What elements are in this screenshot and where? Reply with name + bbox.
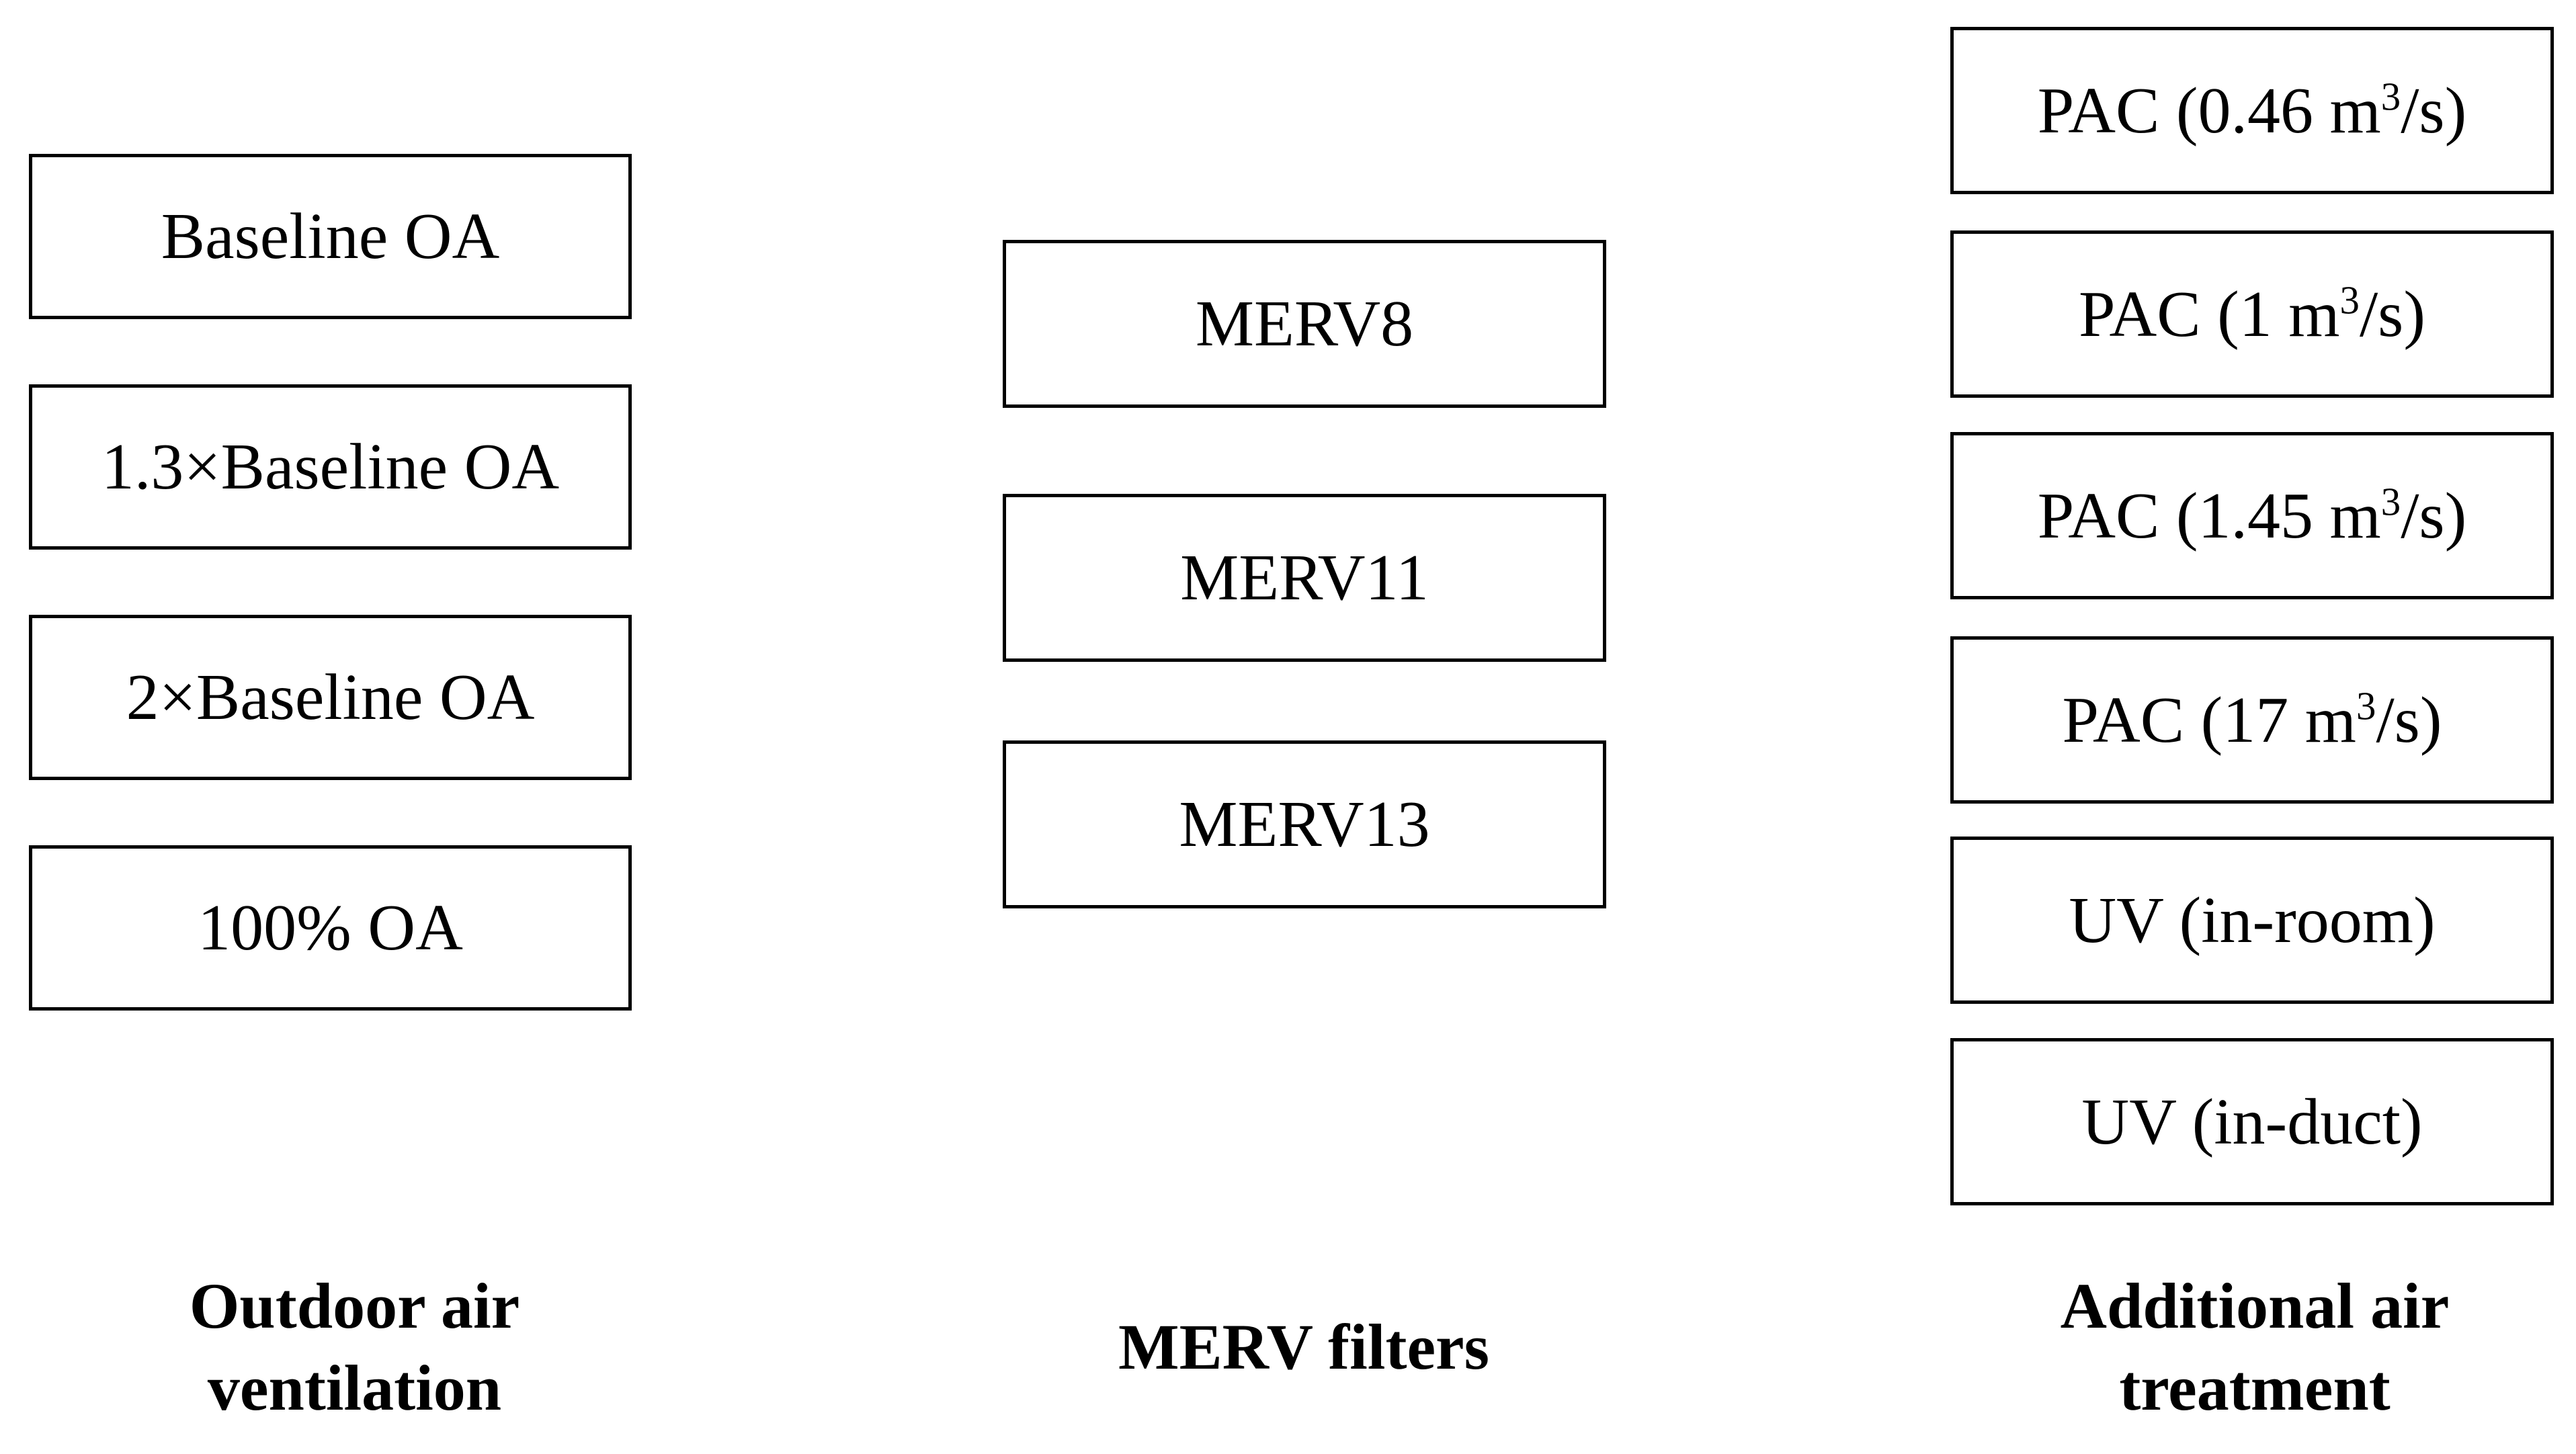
option-label: 100% OA <box>198 892 463 964</box>
option-box-pac-17: PAC (17 m3/s) <box>1950 636 2554 804</box>
option-label: MERV13 <box>1179 788 1430 861</box>
heading-line: Outdoor air <box>189 1270 520 1342</box>
option-label: Baseline OA <box>161 200 500 273</box>
option-box-merv8: MERV8 <box>1003 240 1606 408</box>
option-box-merv13: MERV13 <box>1003 740 1606 908</box>
option-label: MERV8 <box>1195 288 1414 360</box>
option-label: 2×Baseline OA <box>126 661 535 734</box>
option-label: PAC (1 m3/s) <box>2079 277 2425 351</box>
option-box-1-3x-baseline-oa: 1.3×Baseline OA <box>29 384 632 550</box>
heading-outdoor-air-ventilation: Outdoor air ventilation <box>108 1265 601 1429</box>
option-label: PAC (17 m3/s) <box>2062 683 2442 757</box>
option-label: 1.3×Baseline OA <box>101 431 560 503</box>
heading-additional-air-treatment: Additional air treatment <box>1989 1265 2520 1429</box>
heading-line: Additional air <box>2060 1270 2450 1342</box>
heading-line: MERV filters <box>1118 1311 1490 1383</box>
option-box-pac-1-45: PAC (1.45 m3/s) <box>1950 432 2554 599</box>
option-box-pac-1: PAC (1 m3/s) <box>1950 230 2554 398</box>
option-box-merv11: MERV11 <box>1003 494 1606 662</box>
option-label: PAC (1.45 m3/s) <box>2037 479 2467 552</box>
option-box-2x-baseline-oa: 2×Baseline OA <box>29 615 632 780</box>
option-box-100-percent-oa: 100% OA <box>29 845 632 1011</box>
option-label: UV (in-duct) <box>2081 1085 2423 1158</box>
heading-line: treatment <box>2119 1352 2391 1424</box>
heading-merv-filters: MERV filters <box>1022 1306 1586 1388</box>
option-box-uv-in-duct: UV (in-duct) <box>1950 1038 2554 1205</box>
option-label: MERV11 <box>1180 542 1429 614</box>
option-label: UV (in-room) <box>2069 884 2436 957</box>
option-box-baseline-oa: Baseline OA <box>29 154 632 319</box>
option-box-pac-0-46: PAC (0.46 m3/s) <box>1950 27 2554 194</box>
option-label: PAC (0.46 m3/s) <box>2037 74 2467 147</box>
heading-line: ventilation <box>207 1352 502 1424</box>
option-box-uv-in-room: UV (in-room) <box>1950 837 2554 1004</box>
